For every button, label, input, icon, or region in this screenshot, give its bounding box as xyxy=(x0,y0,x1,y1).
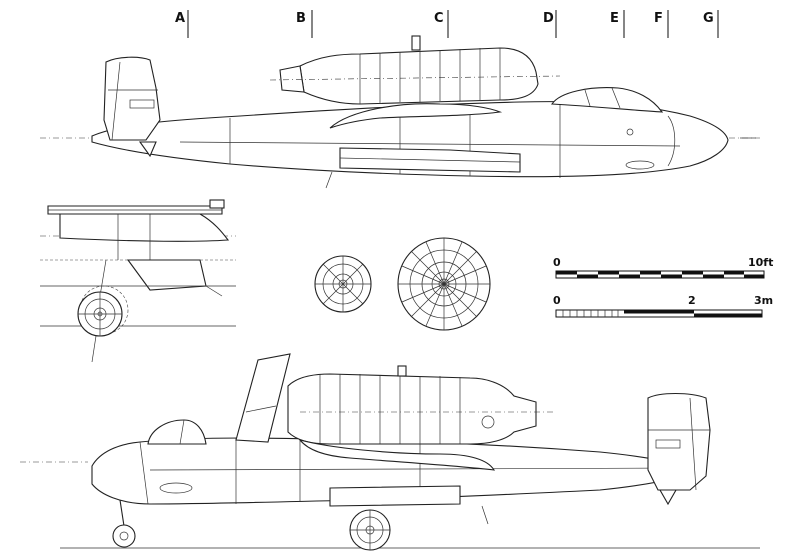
section-label-e: E xyxy=(610,11,619,26)
section-label-f: F xyxy=(654,11,663,26)
section-label-b: B xyxy=(296,11,306,26)
scale-metres-mid-label: 2 xyxy=(688,294,696,307)
scale-bar-metres: 0 2 3m xyxy=(553,294,773,318)
side-view-top xyxy=(40,35,760,189)
scale-metres-end-label: 3m xyxy=(754,294,773,307)
section-label-d: D xyxy=(543,11,554,26)
scale-metres-start-label: 0 xyxy=(553,294,561,307)
section-label-c: C xyxy=(434,11,444,26)
scale-feet-end-label: 10ft xyxy=(748,256,773,269)
section-label-a: A xyxy=(175,11,185,26)
detail-view-gear xyxy=(40,199,236,363)
side-view-bottom xyxy=(20,353,760,551)
section-markers: A B C D E F G xyxy=(175,10,719,38)
section-label-g: G xyxy=(703,11,714,26)
scale-bar-feet: 0 10ft xyxy=(553,256,773,279)
front-view-small xyxy=(314,255,372,313)
scale-feet-start-label: 0 xyxy=(553,256,561,269)
front-view-large xyxy=(397,237,491,331)
